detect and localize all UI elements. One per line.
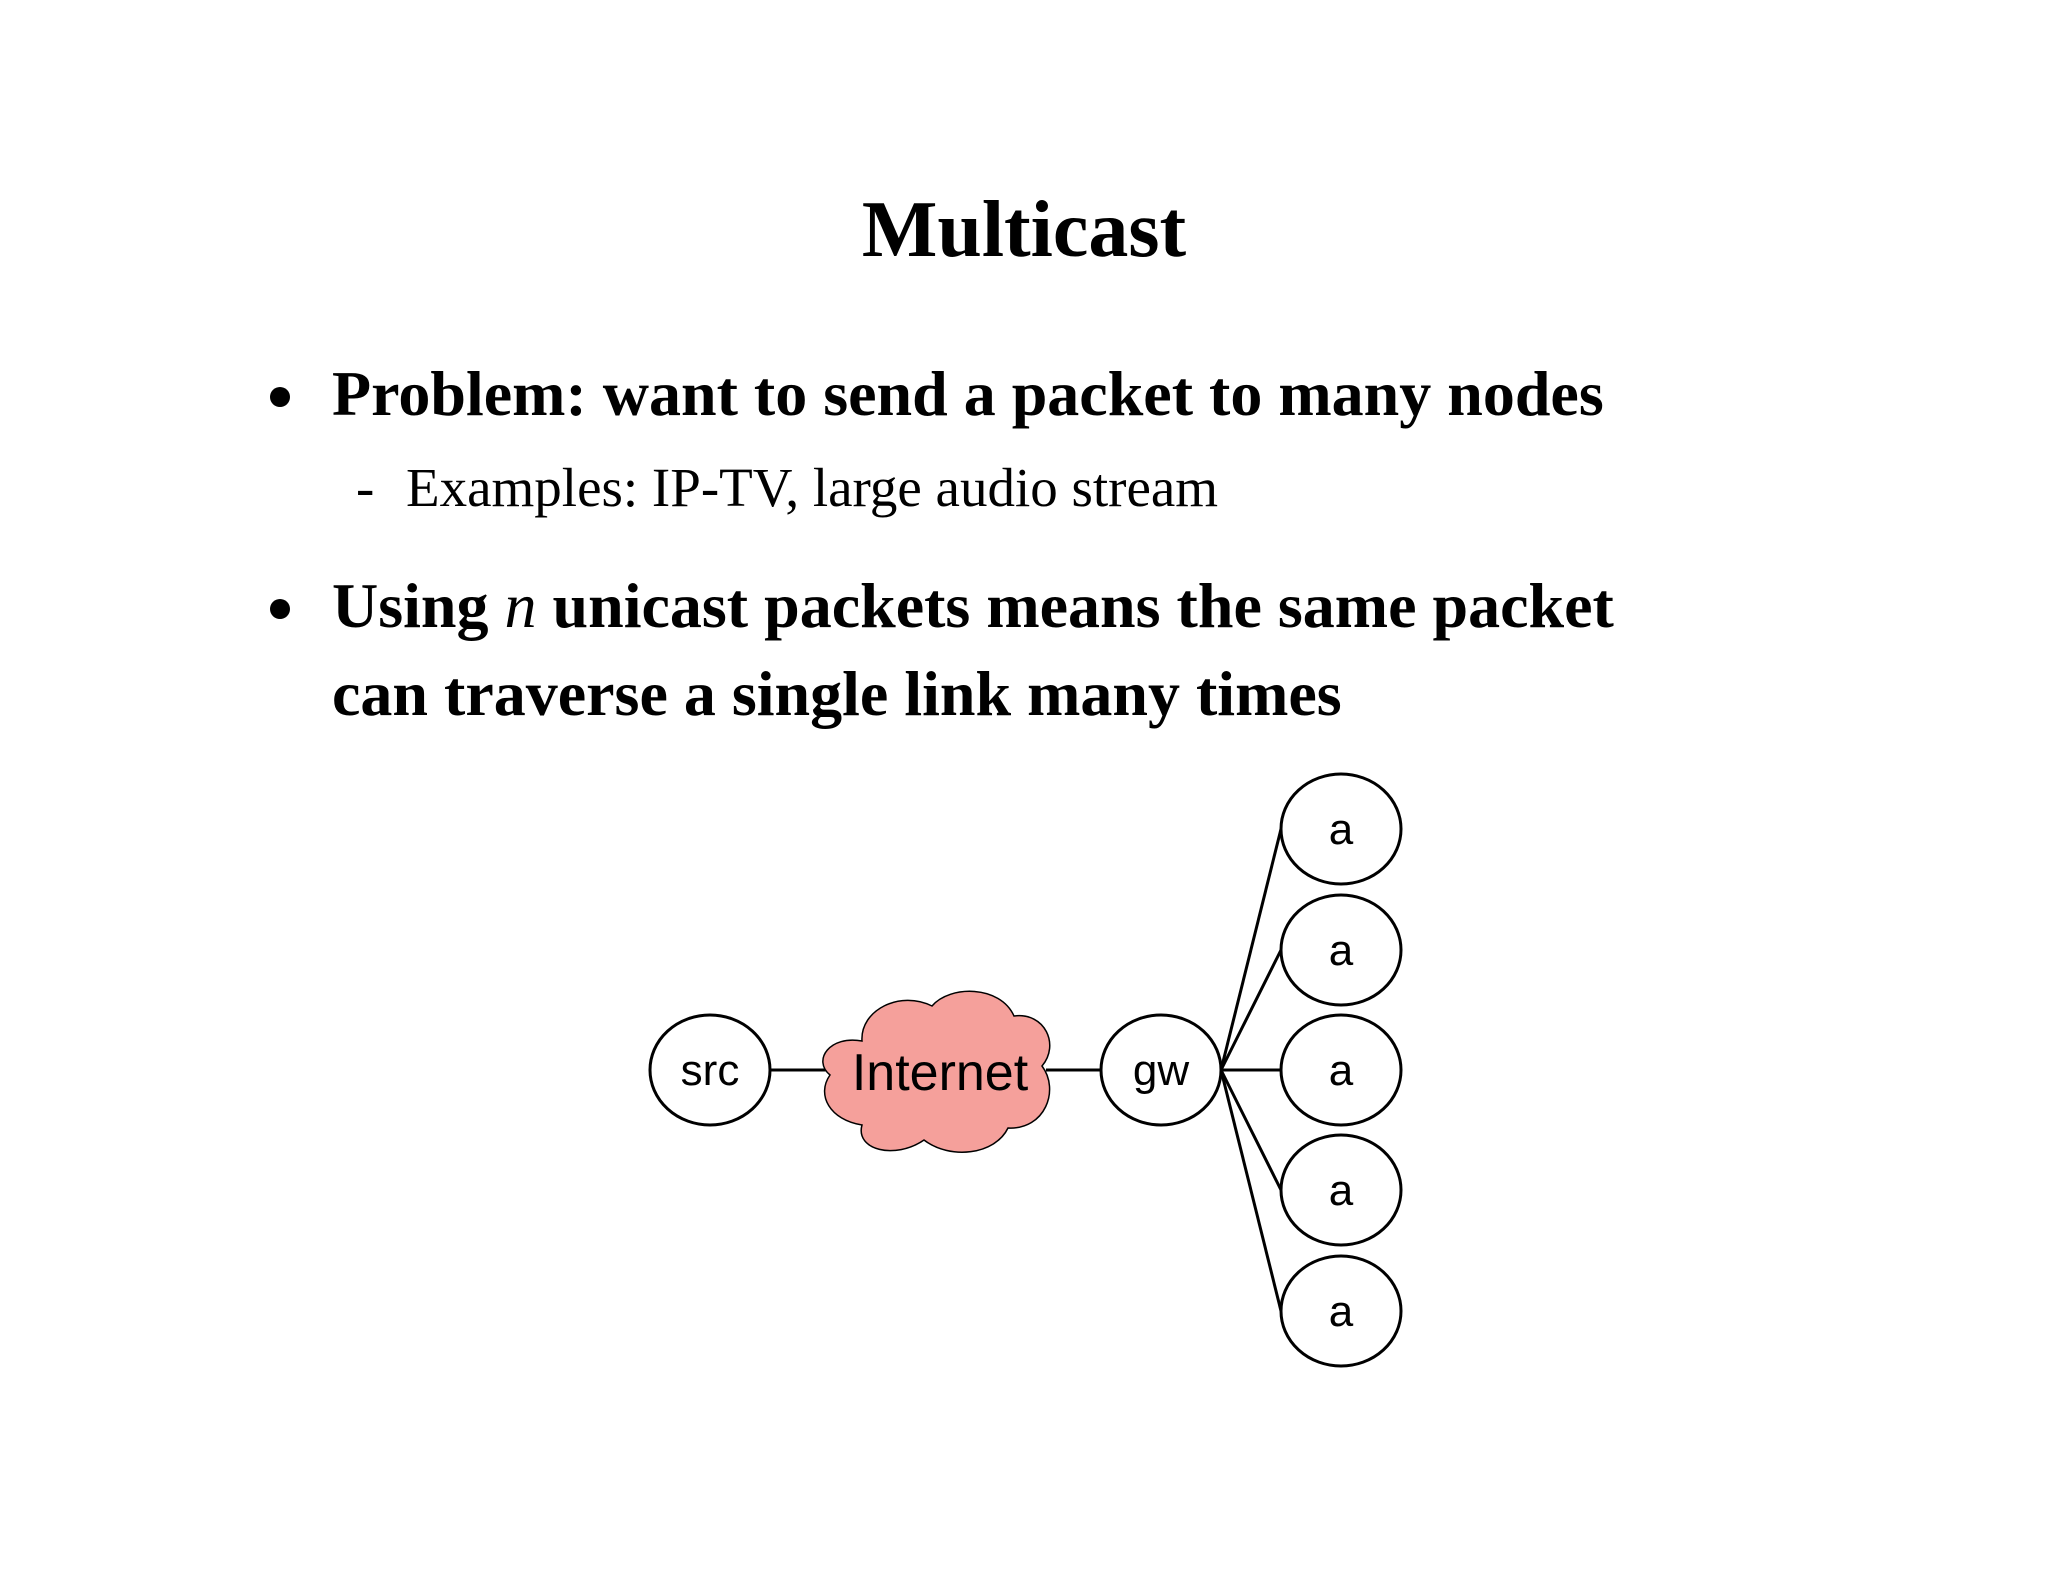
- link-gw-a1: [1219, 828, 1283, 1071]
- bullet-unicast-line1: Using n unicast packets means the same p…: [332, 562, 1614, 650]
- links: [770, 828, 1283, 1312]
- bullet-problem-text: Problem: want to send a packet to many n…: [332, 358, 1604, 429]
- bullet-unicast-text-before: Using: [332, 570, 505, 641]
- node-src-label: src: [681, 1046, 740, 1095]
- bullet-unicast-line2: can traverse a single link many times: [332, 658, 1342, 729]
- bullet-dot-icon: [270, 387, 290, 407]
- receiver-label: a: [1329, 1046, 1354, 1095]
- cloud-label: Internet: [852, 1044, 1029, 1102]
- receiver-label: a: [1329, 1166, 1354, 1215]
- bullet-dot-icon: [270, 599, 290, 619]
- sub-bullet-dash: -: [356, 457, 375, 518]
- node-receiver-4: a: [1279, 1133, 1403, 1247]
- node-receiver-5: a: [1279, 1254, 1403, 1368]
- node-gw-label: gw: [1133, 1046, 1189, 1095]
- node-receiver-1: a: [1279, 772, 1403, 886]
- sub-bullet-examples-text: Examples: IP-TV, large audio stream: [406, 457, 1219, 518]
- node-receiver-2: a: [1279, 893, 1403, 1007]
- link-gw-a2: [1219, 949, 1283, 1071]
- receiver-label: a: [1329, 926, 1354, 975]
- node-gw: gw: [1099, 1013, 1223, 1127]
- link-gw-a4: [1219, 1069, 1283, 1191]
- node-src: src: [648, 1013, 772, 1127]
- slide-title: Multicast: [861, 186, 1187, 274]
- internet-cloud: Internet: [822, 990, 1051, 1153]
- bullet-unicast-text-after: unicast packets means the same packet: [536, 570, 1614, 641]
- link-gw-a5: [1219, 1069, 1283, 1312]
- math-variable-n: n: [504, 570, 537, 641]
- receiver-label: a: [1329, 1287, 1354, 1336]
- node-receiver-3: a: [1279, 1013, 1403, 1127]
- receiver-label: a: [1329, 805, 1354, 854]
- cloud-shape: [822, 990, 1051, 1153]
